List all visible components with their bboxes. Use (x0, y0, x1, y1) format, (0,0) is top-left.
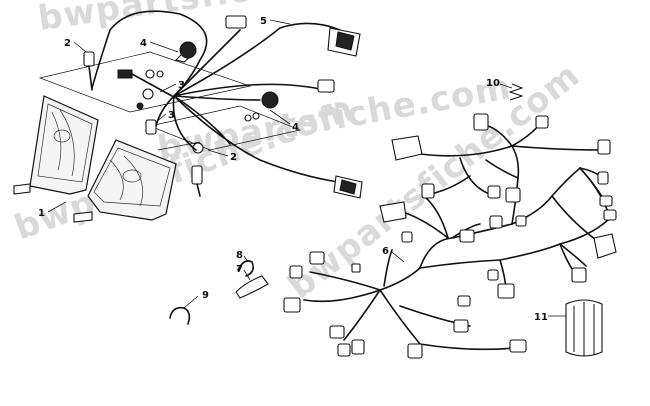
callout-2-top: 2 (64, 38, 71, 49)
callout-3-top: 3 (178, 80, 185, 91)
headlight-right (73, 139, 177, 223)
callout-1: 1 (38, 208, 45, 219)
bulb-socket-top (83, 41, 197, 91)
clamp-8 (237, 260, 254, 277)
main-harness-connectors (283, 113, 617, 359)
headlight-harness (91, 10, 363, 199)
bulb-socket-bottom (191, 142, 204, 197)
callout-9: 9 (202, 290, 209, 301)
callout-7: 7 (236, 264, 243, 275)
bulb-socket-mid (136, 88, 279, 135)
callout-5: 5 (260, 16, 267, 27)
clamp-9 (169, 306, 191, 325)
headlight-left (13, 95, 99, 195)
callout-8: 8 (236, 250, 243, 261)
callout-10: 10 (486, 78, 500, 89)
spring-part (508, 83, 524, 101)
exploded-view-lines (38, 51, 302, 151)
callout-4-top: 4 (140, 38, 147, 49)
callout-2-bottom: 2 (230, 152, 237, 163)
callout-11: 11 (534, 312, 548, 323)
part-callouts: 1 2 2 3 3 4 4 5 6 7 8 9 10 11 (38, 16, 566, 323)
sleeve-11 (565, 299, 603, 357)
callout-3-bottom: 3 (168, 110, 175, 121)
callout-4-bottom: 4 (292, 122, 299, 133)
strap-7 (235, 275, 269, 299)
callout-6: 6 (382, 246, 389, 257)
